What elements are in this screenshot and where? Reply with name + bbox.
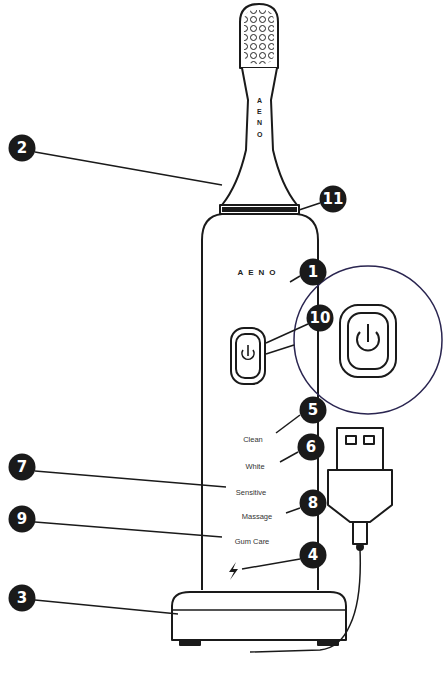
brand-text: AENO (257, 95, 261, 140)
mode-label: Clean (243, 435, 263, 444)
callout-number: 10 (307, 305, 334, 332)
brand-text: AENO (237, 268, 280, 277)
mode-label: Massage (242, 512, 272, 521)
callout-number: 6 (298, 434, 325, 461)
callout-number: 5 (300, 397, 327, 424)
callout-number: 11 (320, 186, 347, 213)
mode-label: Sensitive (236, 488, 266, 497)
mode-label: White (245, 462, 264, 471)
callout-number: 1 (300, 259, 327, 286)
callout-number: 4 (300, 542, 327, 569)
callout-number: 2 (9, 135, 36, 162)
mode-label: Gum Care (235, 537, 270, 546)
callout-number: 7 (9, 454, 36, 481)
callout-number: 8 (300, 490, 327, 517)
callout-number: 3 (9, 585, 36, 612)
callout-number: 9 (9, 506, 36, 533)
